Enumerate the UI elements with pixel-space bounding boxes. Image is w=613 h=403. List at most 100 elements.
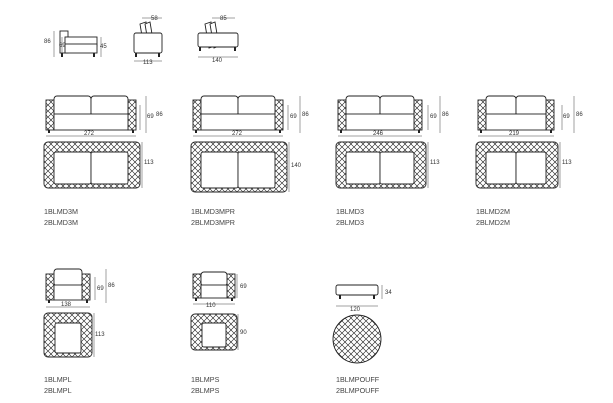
back-cushion xyxy=(53,95,92,117)
front-seat xyxy=(345,113,415,131)
front-armrest-right xyxy=(226,273,236,299)
leg xyxy=(373,295,375,299)
front-armrest-right xyxy=(274,99,284,131)
front-pouff xyxy=(335,284,379,296)
model-blmpouff: 34 120 1BLMPOUFF 2BLMPOUFF xyxy=(332,284,392,395)
leg xyxy=(48,130,50,133)
model-code: 1BLMPL xyxy=(44,375,72,384)
plan-seat xyxy=(53,151,92,185)
model-code: 1BLMD2M xyxy=(476,207,510,216)
model-bldm3mpr: 69 86 272 140 1BLMD3MPR 2BLMD3MPR xyxy=(190,95,309,227)
front-armrest-left xyxy=(192,99,202,131)
plan-seat xyxy=(237,151,276,189)
dim-width: 219 xyxy=(509,131,520,137)
model-code: 1BLMD3M xyxy=(44,207,78,216)
dim-back-height: 86 xyxy=(576,112,583,118)
plan-seat xyxy=(515,151,547,185)
leg xyxy=(132,130,134,133)
model-blmpl: 69 86 138 113 1BLMPL 2BLMPL xyxy=(43,268,115,395)
model-bldm2m: 69 86 219 113 1BLMD2M 2BLMD2M xyxy=(475,95,583,227)
dim-height: 69 xyxy=(290,114,297,120)
dim-depth: 90 xyxy=(240,330,247,336)
model-code: 2BLMD3 xyxy=(336,218,364,227)
dim-width: 138 xyxy=(61,302,72,308)
front-armrest-right xyxy=(545,99,555,131)
dim-width: 246 xyxy=(373,131,384,137)
back-cushion xyxy=(53,268,83,287)
dim-width: 120 xyxy=(350,307,361,313)
model-code: 2BLMPL xyxy=(44,386,72,395)
leg xyxy=(339,295,341,299)
front-armrest-right xyxy=(127,99,137,131)
side-leg xyxy=(234,47,236,51)
model-code: 1BLMD3MPR xyxy=(191,207,235,216)
dim-back-height: 86 xyxy=(44,39,51,45)
dim-back-height: 86 xyxy=(442,112,449,118)
leg xyxy=(418,130,420,133)
side-view-medium: 58 113 xyxy=(133,16,163,66)
model-bldm3: 69 86 246 113 1BLMD3 2BLMD3 xyxy=(335,95,449,227)
dim-seat-level: 45 xyxy=(100,44,107,50)
dim-top: 85 xyxy=(220,16,227,22)
side-leg xyxy=(93,53,95,57)
front-armrest-left xyxy=(45,273,55,301)
side-leg xyxy=(199,47,201,51)
plan-seat xyxy=(379,151,415,185)
leg xyxy=(48,300,50,303)
front-armrest-left xyxy=(337,99,347,131)
leg xyxy=(86,300,88,303)
model-code: 2BLMD3MPR xyxy=(191,218,235,227)
front-armrest-left xyxy=(192,273,202,299)
front-seat xyxy=(200,113,276,131)
back-cushion xyxy=(515,95,547,117)
dim-depth: 140 xyxy=(212,58,223,64)
dim-top: 58 xyxy=(151,16,158,22)
model-code: 1BLMD3 xyxy=(336,207,364,216)
side-view-standard: 86 69 45 xyxy=(44,30,107,57)
dim-width: 272 xyxy=(232,131,243,137)
side-body xyxy=(197,32,239,48)
dim-back-height: 86 xyxy=(302,112,309,118)
dim-height: 69 xyxy=(240,284,247,290)
back-cushion xyxy=(200,271,228,287)
dim-depth: 113 xyxy=(562,160,572,166)
leg xyxy=(231,298,233,301)
side-body xyxy=(133,32,163,54)
model-blmps: 69 110 90 1BLMPS 2BLMPS xyxy=(190,271,247,395)
plan-seat xyxy=(345,151,381,185)
model-code: 1BLMPOUFF xyxy=(336,375,380,384)
back-cushion xyxy=(90,95,129,117)
front-seat xyxy=(53,284,83,301)
model-bldm3m: 69 86 272 113 1BLMD3M 2BLMD3M xyxy=(43,95,163,227)
leg xyxy=(550,130,552,133)
plan-seat xyxy=(54,322,82,354)
back-cushion xyxy=(379,95,415,117)
front-armrest-right xyxy=(81,273,91,301)
leg xyxy=(279,130,281,133)
front-seat xyxy=(200,284,228,299)
front-armrest-left xyxy=(477,99,487,131)
front-armrest-right xyxy=(413,99,423,131)
back-cushion xyxy=(237,95,276,117)
dim-depth: 113 xyxy=(95,332,105,338)
plan-pouff xyxy=(332,314,382,364)
model-code: 1BLMPS xyxy=(191,375,220,384)
plan-seat xyxy=(485,151,517,185)
model-code: 2BLMPS xyxy=(191,386,220,395)
dim-height: 69 xyxy=(563,114,570,120)
plan-seat xyxy=(90,151,129,185)
back-cushion xyxy=(200,95,239,117)
model-code: 2BLMPOUFF xyxy=(336,386,380,395)
side-seat-base xyxy=(64,43,98,54)
leg xyxy=(195,130,197,133)
dim-depth: 140 xyxy=(291,163,302,169)
dim-height: 69 xyxy=(147,114,154,120)
front-seat xyxy=(485,113,547,131)
side-leg xyxy=(135,53,137,57)
model-code: 2BLMD2M xyxy=(476,218,510,227)
plan-seat xyxy=(200,151,239,189)
leg xyxy=(195,298,197,301)
dim-depth: 113 xyxy=(143,60,153,66)
side-leg xyxy=(61,53,63,57)
